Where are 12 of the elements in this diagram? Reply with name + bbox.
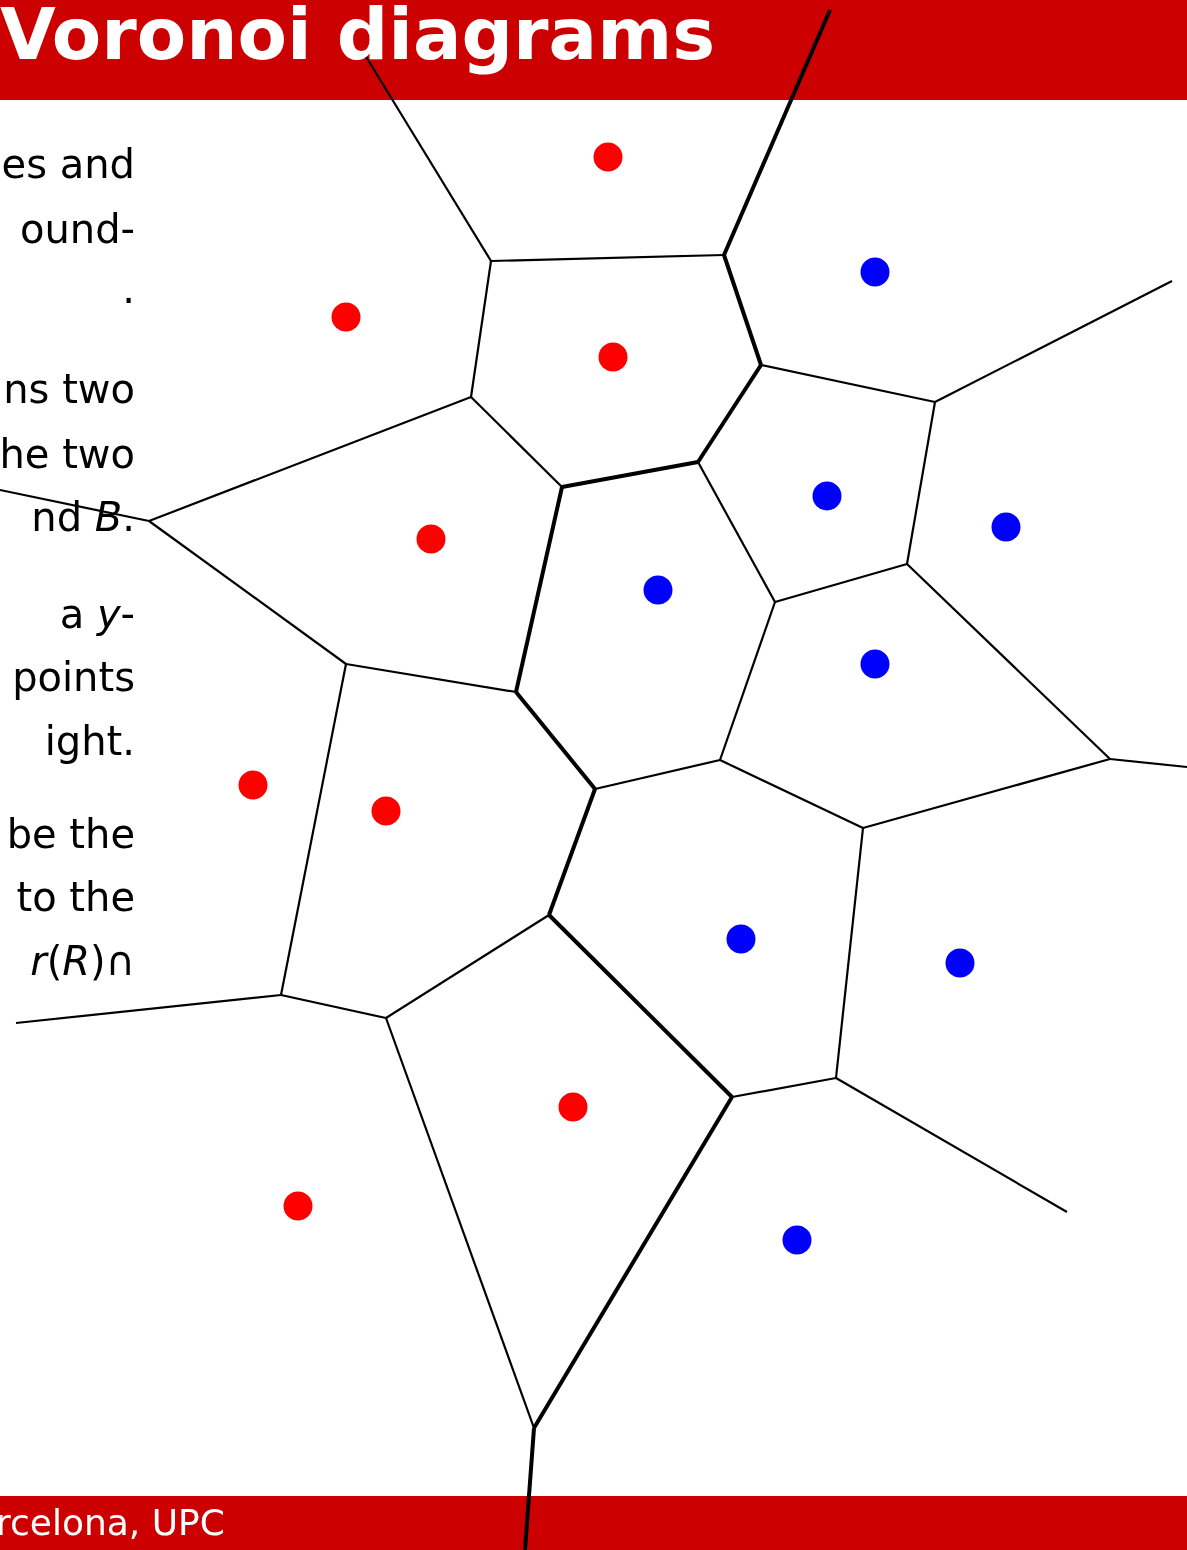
paragraph-fragment: ound-	[20, 205, 135, 253]
slide-title: Voronoi diagrams	[0, 0, 715, 78]
paragraph-fragment: points	[12, 653, 135, 701]
paragraph-fragment: es and	[1, 140, 135, 188]
paragraph-fragment: to the	[16, 873, 135, 921]
paragraph-fragment: .	[122, 265, 135, 313]
paragraph-fragment: be the	[6, 810, 135, 858]
paragraph-fragment: ight.	[44, 717, 135, 765]
paragraph-fragment: a y-	[59, 590, 135, 638]
paragraph-fragment: r(R)∩	[30, 937, 135, 985]
paragraph-fragment: he two	[0, 430, 135, 478]
paragraph-fragment: ns two	[3, 365, 135, 413]
